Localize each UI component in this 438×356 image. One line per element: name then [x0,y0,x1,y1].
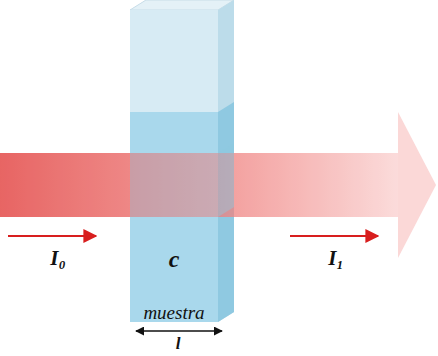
cuvette-front [130,10,218,322]
concentration-symbol: c [169,246,180,273]
beam-body [0,153,399,217]
sample-label: muestra [143,302,204,324]
length-dimension [136,330,222,332]
side-overlay [218,143,234,217]
beam-head [398,112,436,258]
cuvette [130,0,234,322]
intensity-label: I₀ [50,246,66,271]
light-beam [0,112,436,258]
liquid-front [130,112,218,322]
intensity-arrow-in [8,235,96,237]
cuvette-side [218,0,234,322]
cuvette-overlay [130,153,218,217]
length-label: l [176,334,181,354]
cuvette-top [130,0,234,10]
sample-cuvette: c muestra [130,10,218,322]
intensity-arrow-out [290,235,378,237]
intensity-label: I₁ [328,246,344,271]
